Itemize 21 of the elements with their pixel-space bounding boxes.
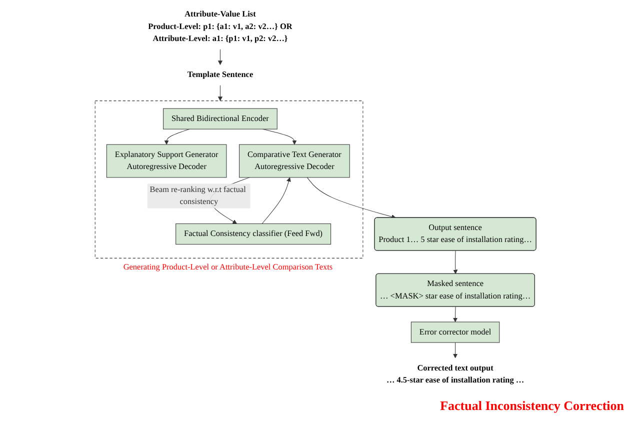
- arrow: [262, 128, 298, 145]
- node-text: Attribute-Value List Product-Level: p1: {a1: v1, a2: v2…} OR Attribute-Level: a1: {p1: v1, p2: v2…}: [148, 10, 293, 44]
- arrow: [454, 250, 458, 274]
- arrow: [262, 177, 292, 224]
- node-box: Comparative Text Generator Autoregressive Decoder: [239, 144, 350, 178]
- node-text: Corrected text output … 4.5-star ease of installation rating …: [386, 364, 525, 385]
- node-box: Error corrector model: [411, 322, 500, 343]
- arrow: [453, 342, 458, 358]
- arrow: [218, 85, 223, 102]
- node-box: Factual Consistency classifier (Feed Fwd): [176, 223, 332, 245]
- node-box: Shared Bidirectional Encoder: [163, 108, 278, 130]
- arrow: [453, 306, 458, 322]
- section-label: Factual Inconsistency Correction: [440, 398, 624, 414]
- cluster: [95, 100, 364, 258]
- arrow: [307, 177, 396, 219]
- node-label: Generating Product-Level or Attribute-Level Comparison Texts: [124, 262, 334, 272]
- arrow: [218, 49, 223, 66]
- arrow: [164, 128, 190, 145]
- edge-label: Beam re-ranking w.r.t factual consistency: [150, 185, 246, 206]
- node-box: Explanatory Support Generator Autoregressive Decoder: [106, 144, 228, 178]
- node-text: Template Sentence: [188, 70, 254, 80]
